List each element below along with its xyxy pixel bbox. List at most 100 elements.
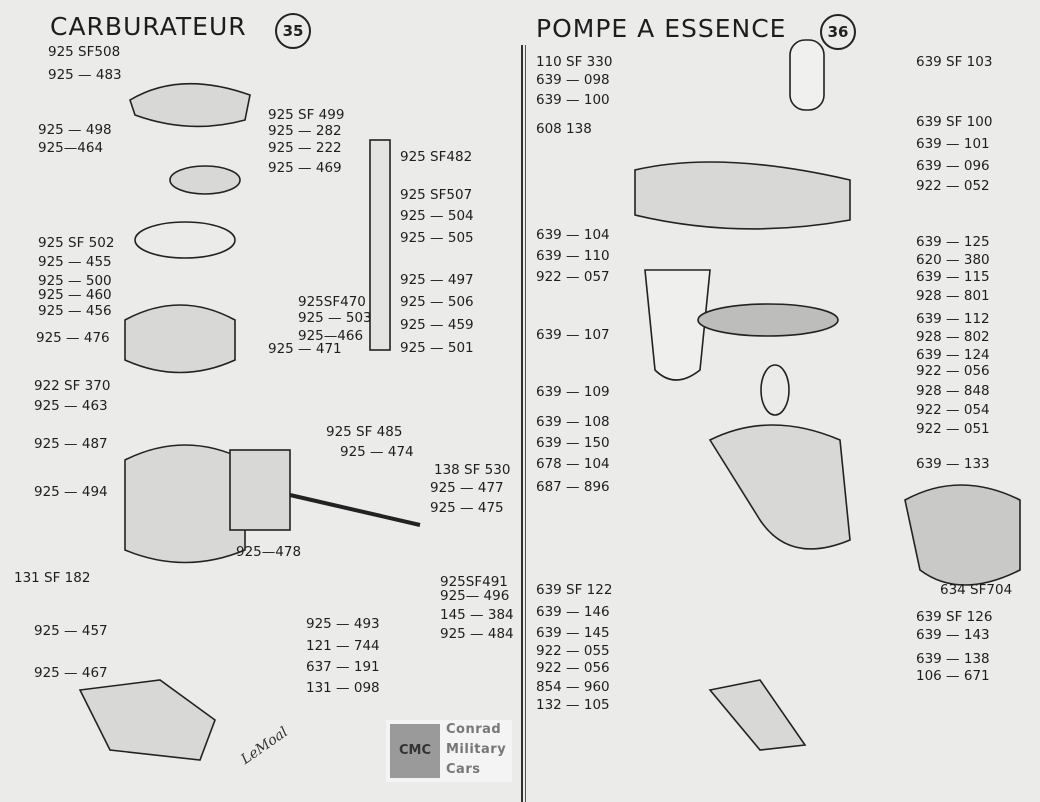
part-number-label: 110 SF 330 — [536, 54, 613, 70]
part-number-label: 925 — 497 — [400, 272, 474, 288]
part-number-label: 922 — 057 — [536, 269, 610, 285]
cover-plate — [904, 484, 1021, 586]
pump-body-lower — [708, 424, 851, 550]
part-number-label: 637 — 191 — [306, 659, 380, 675]
part-number-label: 639 — 109 — [536, 384, 610, 400]
part-number-label: 608 138 — [536, 121, 592, 137]
part-number-label: 925 — 498 — [38, 122, 112, 138]
part-number-label: 639 — 143 — [916, 627, 990, 643]
part-number-label: 145 — 384 — [440, 607, 514, 623]
carburetor-title: CARBURATEUR — [50, 12, 247, 41]
cmc-star-logo: CMC — [390, 724, 440, 778]
part-number-label: 639 — 125 — [916, 234, 990, 250]
part-number-label: 639 — 115 — [916, 269, 990, 285]
part-number-label: 639 — 098 — [536, 72, 610, 88]
part-number-label: 925 — 503 — [298, 310, 372, 326]
part-number-label: 639 — 124 — [916, 347, 990, 363]
part-number-label: 925—466 — [298, 328, 364, 344]
part-number-label: 925 — 460 — [38, 287, 112, 303]
pump-glass-cup — [789, 39, 825, 111]
part-number-label: 925 — 500 — [38, 273, 112, 289]
part-number-label: 928 — 801 — [916, 288, 990, 304]
part-number-label: 131 — 098 — [306, 680, 380, 696]
part-number-label: 925 SF482 — [400, 149, 473, 165]
part-number-label: 639 — 107 — [536, 327, 610, 343]
part-number-label: 639 — 108 — [536, 414, 610, 430]
part-number-label: 925—464 — [38, 140, 104, 156]
part-number-label: 639 — 101 — [916, 136, 990, 152]
part-number-label: 925 — 455 — [38, 254, 112, 270]
part-number-label: 925—478 — [236, 544, 302, 560]
part-number-label: 925 — 456 — [38, 303, 112, 319]
watermark-line-2: Military — [446, 742, 507, 757]
part-number-label: 925 — 475 — [430, 500, 504, 516]
part-number-label: 925 SF 485 — [326, 424, 403, 440]
part-number-label: 922 — 056 — [916, 363, 990, 379]
part-number-label: 639 — 145 — [536, 625, 610, 641]
part-number-label: 925SF491 — [440, 574, 508, 590]
part-number-label: 925 — 467 — [34, 665, 108, 681]
part-number-label: 639 — 138 — [916, 651, 990, 667]
part-number-label: 925 — 282 — [268, 123, 342, 139]
part-number-label: 639 — 146 — [536, 604, 610, 620]
part-number-label: 925 — 474 — [340, 444, 414, 460]
carburetor-base — [124, 444, 246, 564]
pump-body-top — [634, 161, 851, 230]
base-flange — [78, 679, 216, 761]
part-number-label: 925 — 483 — [48, 67, 122, 83]
part-number-label: 925 — 463 — [34, 398, 108, 414]
part-number-label: 925 — 471 — [268, 341, 342, 357]
part-number-label: 639 SF 126 — [916, 609, 993, 625]
part-number-label: 922 — 054 — [916, 402, 990, 418]
part-number-label: 121 — 744 — [306, 638, 380, 654]
diaphragm — [697, 303, 839, 337]
part-number-label: 620 — 380 — [916, 252, 990, 268]
part-number-label: 132 — 105 — [536, 697, 610, 713]
page-number-36: 36 — [820, 14, 856, 50]
part-number-label: 854 — 960 — [536, 679, 610, 695]
part-number-label: 925 — 494 — [34, 484, 108, 500]
part-number-label: 925 — 476 — [36, 330, 110, 346]
part-number-label: 925 — 477 — [430, 480, 504, 496]
float — [169, 165, 241, 195]
throttle-shaft — [289, 493, 421, 527]
part-number-label: 639 — 150 — [536, 435, 610, 451]
part-number-label: 925 SF507 — [400, 187, 473, 203]
part-number-label: 925 — 505 — [400, 230, 474, 246]
part-number-label: 925 — 504 — [400, 208, 474, 224]
carburetor-body — [124, 304, 236, 374]
watermark: CMC Conrad Military Cars — [386, 720, 512, 782]
part-number-label: 138 SF 530 — [434, 462, 511, 478]
part-number-label: 925 — 487 — [34, 436, 108, 452]
part-number-label: 922 — 052 — [916, 178, 990, 194]
fuel-pump-title: POMPE A ESSENCE — [536, 14, 787, 43]
part-number-label: 634 SF704 — [940, 582, 1013, 598]
part-number-label: 639 — 096 — [916, 158, 990, 174]
part-number-label: 925 — 501 — [400, 340, 474, 356]
spring — [760, 364, 790, 416]
part-number-label: 925SF470 — [298, 294, 366, 310]
part-number-label: 925 — 493 — [306, 616, 380, 632]
part-number-label: 925 SF 502 — [38, 235, 115, 251]
jet-stack — [369, 139, 391, 351]
part-number-label: 928 — 848 — [916, 383, 990, 399]
sediment-bowl — [644, 269, 711, 381]
part-number-label: 925— 496 — [440, 588, 510, 604]
part-number-label: 639 — 100 — [536, 92, 610, 108]
part-number-label: 106 — 671 — [916, 668, 990, 684]
part-number-label: 925 — 459 — [400, 317, 474, 333]
part-number-label: 678 — 104 — [536, 456, 610, 472]
part-number-label: 925 — 457 — [34, 623, 108, 639]
part-number-label: 639 — 110 — [536, 248, 610, 264]
part-number-label: 922 — 051 — [916, 421, 990, 437]
part-number-label: 925 SF 499 — [268, 107, 345, 123]
part-number-label: 639 — 133 — [916, 456, 990, 472]
watermark-line-1: Conrad — [446, 722, 502, 737]
throttle-housing — [229, 449, 291, 531]
part-number-label: 687 — 896 — [536, 479, 610, 495]
carburetor-cover — [129, 82, 251, 128]
part-number-label: 922 — 056 — [536, 660, 610, 676]
part-number-label: 131 SF 182 — [14, 570, 91, 586]
part-number-label: 639 — 112 — [916, 311, 990, 327]
